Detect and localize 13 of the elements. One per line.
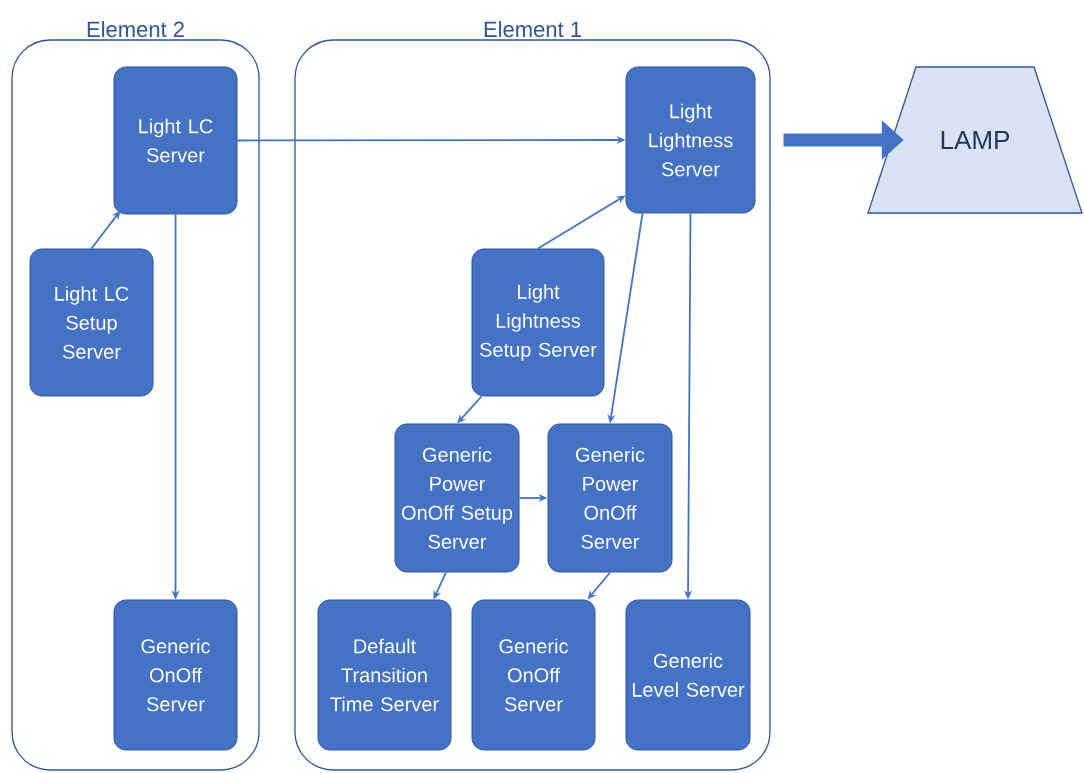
server-box: Generic Level Server [625,599,751,751]
server-box: Light Lightness Setup Server [471,248,605,397]
server-box: Generic OnOff Server [113,599,238,751]
server-box: Light LC Setup Server [29,248,154,397]
server-box: Generic Power OnOff Server [547,423,673,573]
server-box: Generic Power OnOff Setup Server [394,423,520,573]
server-box: Default Transition Time Server [317,599,452,751]
node-label: Element 2 [87,20,184,38]
node-label: Element 1 [484,20,581,38]
server-box: Light Lightness Server [625,66,756,214]
server-box: Light LC Server [113,66,238,215]
lamp-trapezoid: LAMP [867,66,1083,214]
server-box: Generic OnOff Server [471,599,596,751]
